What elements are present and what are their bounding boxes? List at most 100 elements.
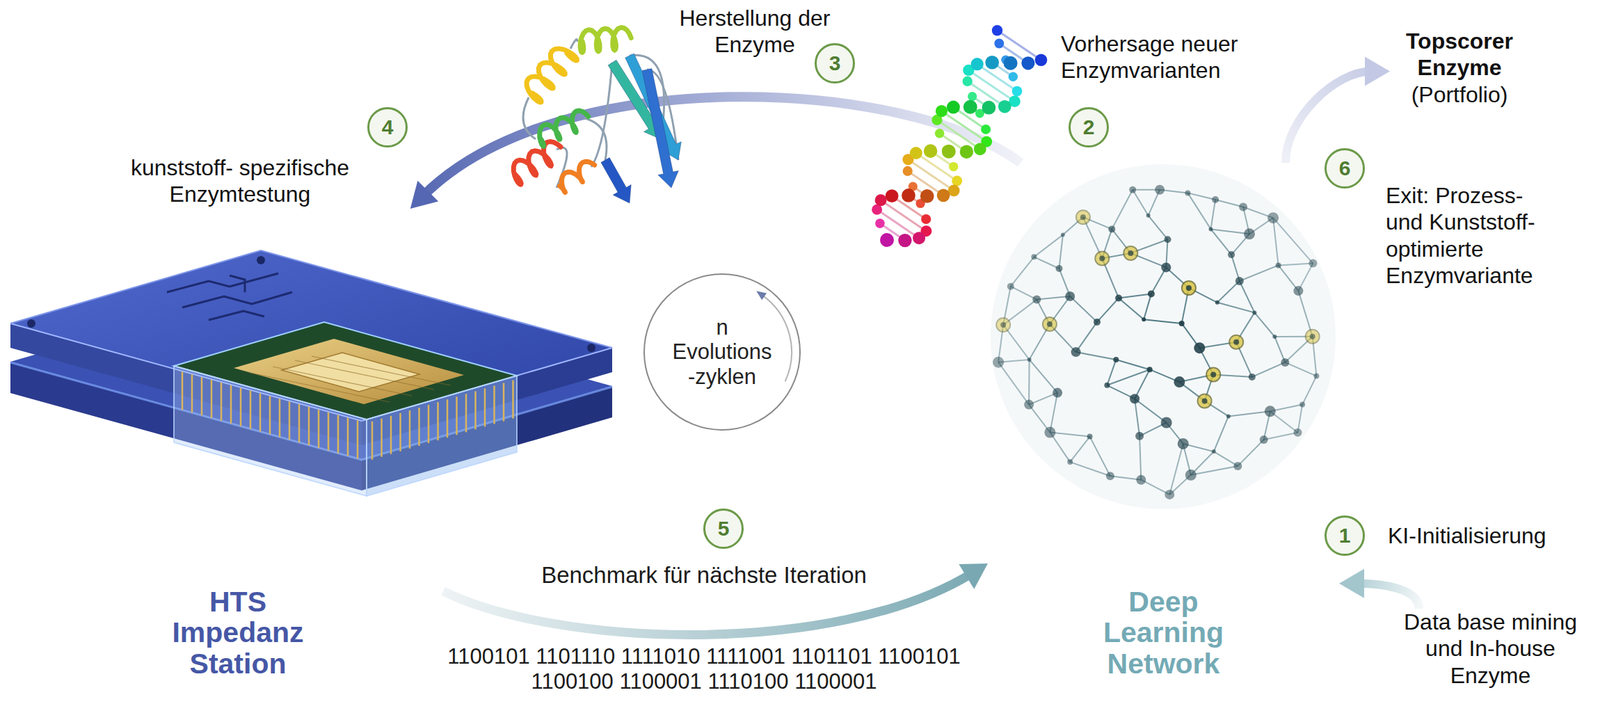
chip-pin	[269, 395, 272, 435]
dna-base	[912, 231, 926, 245]
dna-base	[1035, 54, 1048, 67]
network-node	[1044, 427, 1056, 439]
network-link	[1010, 256, 1035, 286]
protein-helix	[580, 27, 631, 53]
network-node-highlight	[1094, 251, 1109, 266]
network-node	[1115, 294, 1123, 302]
chip-pin	[371, 421, 374, 460]
network-node	[1185, 469, 1197, 481]
network-node	[1147, 366, 1153, 373]
network-node	[1135, 432, 1144, 441]
network-node-core	[1202, 397, 1208, 404]
cycle-ring	[644, 274, 800, 430]
network-link	[1239, 281, 1255, 313]
network-link	[1187, 192, 1211, 229]
callout-number: 4	[367, 107, 408, 148]
chip-pin	[298, 404, 301, 443]
network-node	[1093, 318, 1101, 326]
network-link	[1215, 199, 1244, 208]
cycle-text: n Evolutions -zyklen	[667, 315, 778, 390]
arrow-line	[1357, 583, 1420, 609]
network-link	[998, 362, 1029, 405]
network-node	[1275, 262, 1282, 268]
network-node	[1226, 413, 1231, 419]
protein-helix	[539, 110, 589, 147]
dna-base	[923, 144, 938, 158]
network-node	[1293, 285, 1303, 296]
step-label: Vorhersage neuer Enzymvarianten	[1060, 30, 1253, 85]
network-node	[1280, 358, 1290, 367]
callout-holder: 5	[703, 508, 744, 549]
dna-base	[960, 145, 974, 159]
arrow-line	[423, 96, 1021, 196]
chip-pin	[446, 399, 449, 438]
label-holder: Herstellung der Enzyme	[671, 4, 839, 59]
callout-number: 6	[1324, 148, 1365, 189]
network-link	[1097, 298, 1119, 323]
network-node	[1065, 291, 1075, 302]
binary-text: 1100101 1101110 1111010 1111001 1101101 …	[447, 644, 960, 670]
dna-base	[920, 189, 935, 204]
chip-pin	[390, 416, 393, 455]
chip-pin	[337, 415, 340, 454]
chip-pin	[465, 393, 468, 432]
protein-sheet	[601, 157, 631, 204]
network-node-core	[1186, 285, 1192, 291]
protein-loop	[570, 39, 578, 49]
network-node	[1113, 356, 1119, 363]
network-link	[1302, 376, 1317, 405]
chip-pin	[278, 398, 282, 437]
network-node	[1243, 228, 1255, 240]
network-node	[992, 356, 1004, 368]
protein-helix	[513, 141, 561, 186]
dna-base	[1008, 72, 1018, 82]
network-node-core	[1000, 322, 1006, 328]
station-node: HTS Impedanz Station	[32, 208, 444, 689]
chip-pin	[317, 409, 320, 448]
dna-base	[963, 100, 978, 115]
network-link	[1239, 265, 1279, 282]
plate-hole	[256, 256, 266, 265]
network-link	[1029, 359, 1059, 394]
network-link	[1190, 466, 1239, 476]
network-node	[1024, 400, 1034, 410]
network-node	[1313, 373, 1319, 380]
neural-network	[990, 164, 1336, 510]
network-link	[1213, 451, 1239, 467]
chip-pin	[512, 380, 515, 419]
callout-number: 5	[703, 508, 744, 549]
network-node-highlight	[1042, 317, 1057, 332]
network-link	[1106, 359, 1116, 386]
protein-loop	[584, 118, 607, 160]
network-node-highlight	[1197, 393, 1212, 408]
protein-helix	[526, 48, 577, 103]
dna-base	[967, 91, 977, 101]
network-link	[1115, 359, 1150, 370]
result-node: Topscorer Enzyme(Portfolio)	[1389, 27, 1530, 110]
dna-base	[935, 105, 948, 117]
dna-base	[934, 128, 945, 139]
chip-pin	[409, 410, 412, 449]
network-node-highlight	[1305, 329, 1320, 344]
network-node	[1027, 357, 1032, 362]
top-plate-face	[10, 250, 613, 421]
label-holder: Vorhersage neuer Enzymvarianten	[1060, 30, 1253, 85]
network-node	[1108, 225, 1116, 233]
dna-base	[1021, 56, 1035, 70]
network-node-core	[1080, 214, 1086, 220]
chip-pin	[474, 390, 477, 430]
callout-holder: 1	[1324, 515, 1365, 556]
chip-pin	[356, 420, 359, 459]
dna-base	[885, 189, 899, 203]
network-node	[1193, 342, 1205, 354]
network-link	[1069, 296, 1098, 323]
dna-base	[902, 166, 913, 176]
dna-base	[1003, 56, 1018, 71]
network-link	[1298, 404, 1303, 433]
dna-base	[1012, 86, 1023, 97]
network-link	[1010, 286, 1038, 300]
network-link	[1118, 293, 1152, 298]
network-link	[1076, 322, 1098, 352]
circuit-trace	[166, 273, 293, 320]
dna-base	[998, 100, 1012, 114]
